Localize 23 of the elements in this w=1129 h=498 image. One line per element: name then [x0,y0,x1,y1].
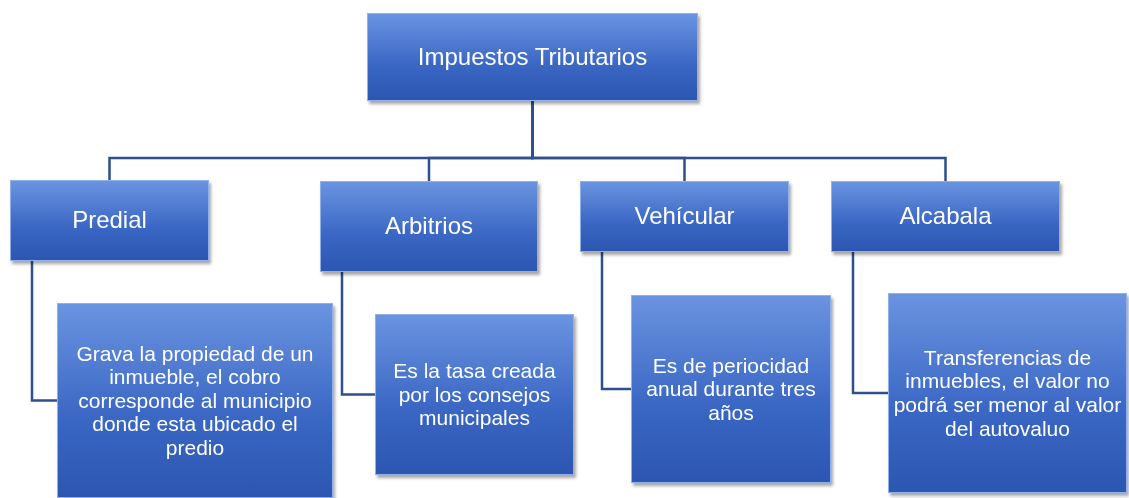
box-text: Es de periocidad anual durante tres años [645,353,817,425]
topic-box [888,293,1127,493]
connector-line [851,252,888,395]
topic-box [57,303,333,498]
box-text: Transferencias de inmuebles, el valor no podrá ser menor al valor del autovaluo [893,345,1122,441]
box-text: Vehícular [634,203,735,230]
topic-box [10,180,209,261]
box-text: Impuestos Tributarios [417,43,648,71]
connector-line [531,101,947,181]
box-text: Predial [72,207,147,234]
topic-box [580,181,789,252]
box-text: Es la tasa creada por los consejos municipales [392,359,557,430]
topic-box [320,181,538,272]
topic-box [831,181,1060,252]
box-text: Arbitrios [385,213,473,240]
topic-box [375,314,574,475]
root-box [367,13,698,101]
connector-line [30,261,57,402]
connector-line [600,252,631,391]
box-text: Grava la propiedad de un inmueble, el cobro corresponde al municipio donde esta ubicado el predio [75,341,315,460]
box-text: Alcabala [899,203,992,230]
connector-line [340,272,375,396]
topic-box [631,295,831,483]
